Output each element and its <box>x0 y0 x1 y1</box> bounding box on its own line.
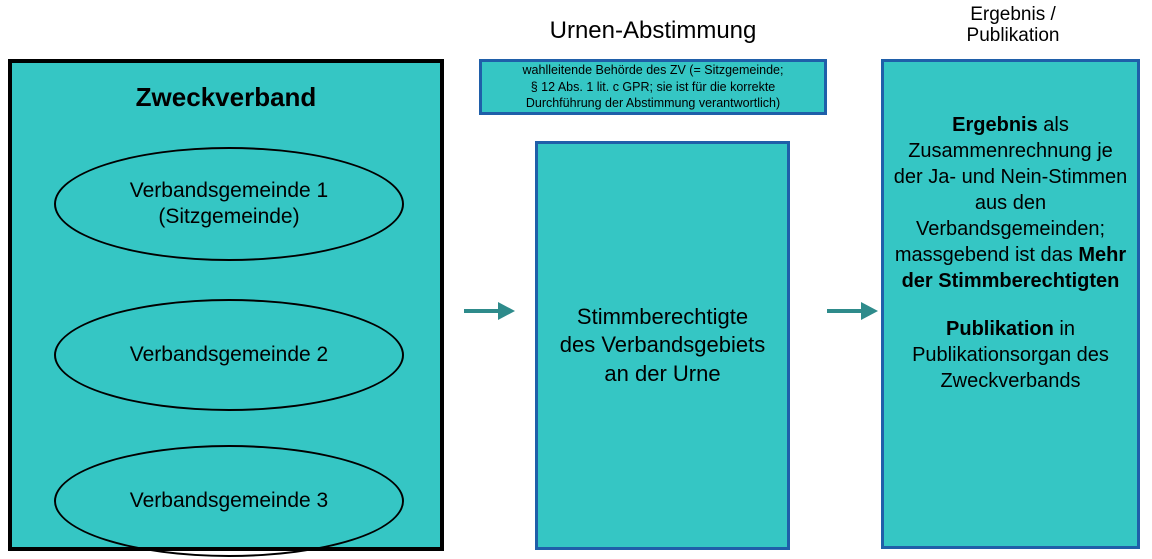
zweckverband-panel: Zweckverband Verbandsgemeinde 1 (Sitzgem… <box>8 59 444 557</box>
zweckverband-title: Zweckverband <box>135 82 317 112</box>
publikation-keyword: Publikation <box>946 318 1054 340</box>
ergebnis-publikation-text: Ergebnis als Zusammenrechnung je der Ja-… <box>884 112 1137 394</box>
publikation-description: in Publikationsorgan des Zweckverbands <box>912 318 1109 392</box>
ergebnis-description: als Zusammenrechnung je der Ja- und Nein… <box>893 114 1128 266</box>
arrow-verband-to-urne-icon <box>464 296 516 326</box>
wahlleitende-behoerde-caption-text: wahlleitende Behörde des ZV (= Sitzgemei… <box>522 63 784 111</box>
mehr-der-stimmberechtigten-keyword: Mehr der Stimmberechtigten <box>901 244 1127 292</box>
wahlleitende-behoerde-caption-box: wahlleitende Behörde des ZV (= Sitzgemei… <box>479 59 827 115</box>
ergebnis-keyword: Ergebnis <box>952 114 1038 136</box>
stimmberechtigte-urne-text: Stimmberechtigte des Verbandsgebiets an … <box>559 304 766 386</box>
stimmberechtigte-urne-panel: Stimmberechtigte des Verbandsgebiets an … <box>535 141 790 550</box>
verbandsgemeinde-1-ellipse: Verbandsgemeinde 1 (Sitzgemeinde) <box>54 147 404 261</box>
verbandsgemeinde-2-label: Verbandsgemeinde 2 <box>129 343 329 367</box>
arrow-urne-to-ergebnis-icon <box>827 296 879 326</box>
verbandsgemeinde-3-ellipse: Verbandsgemeinde 3 <box>54 445 404 557</box>
verbandsgemeinde-2-ellipse: Verbandsgemeinde 2 <box>54 299 404 411</box>
paragraph-spacer <box>892 294 1129 316</box>
heading-ergebnis-publikation: Ergebnis / Publikation <box>966 4 1060 47</box>
verbandsgemeinde-1-label: Verbandsgemeinde 1 (Sitzgemeinde) <box>129 179 329 228</box>
heading-urnen-abstimmung: Urnen-Abstimmung <box>549 17 757 44</box>
ergebnis-publikation-panel: Ergebnis als Zusammenrechnung je der Ja-… <box>881 59 1140 549</box>
verbandsgemeinde-3-label: Verbandsgemeinde 3 <box>129 489 329 513</box>
